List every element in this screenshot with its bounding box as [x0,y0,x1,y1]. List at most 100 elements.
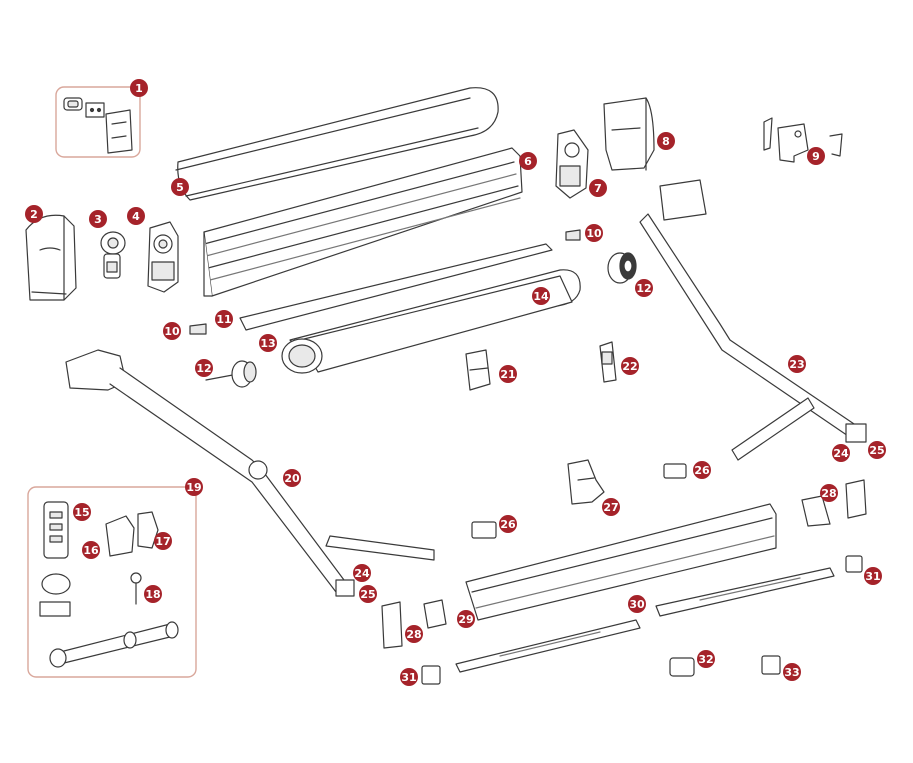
callout-badge-16: 16 [82,541,100,559]
callout-badge-6: 6 [519,152,537,170]
callout-badge-26: 26 [499,515,517,533]
clip-upper [566,230,580,240]
callout-label: 13 [260,337,275,350]
callout-badge-25: 25 [868,441,886,459]
callout-label: 26 [500,518,516,531]
callout-label: 7 [594,182,602,195]
callout-label: 21 [500,368,515,381]
callout-badge-18: 18 [144,585,162,603]
callout-label: 18 [145,588,160,601]
callout-badge-28: 28 [405,625,423,643]
clip-26-upper [664,464,686,478]
callout-badge-10: 10 [163,322,181,340]
bracket-28-right [802,480,866,526]
callout-label: 24 [833,447,849,460]
callout-badge-26: 26 [693,461,711,479]
callout-label: 5 [176,181,184,194]
callout-badge-31: 31 [400,668,418,686]
callout-label: 28 [406,628,421,641]
cover-profile [176,88,498,200]
callout-badge-19: 19 [185,478,203,496]
end-cap-right [604,98,654,170]
main-profile [204,148,522,296]
callout-label: 10 [164,325,180,338]
callout-badge-10: 10 [585,224,603,242]
callout-label: 29 [458,613,473,626]
callout-label: 19 [186,481,201,494]
block-33 [762,656,780,674]
callout-badge-21: 21 [499,365,517,383]
callout-badge-12: 12 [195,359,213,377]
front-bar [466,504,776,620]
callout-label: 16 [83,544,99,557]
valance-strip [240,244,552,330]
callout-label: 23 [789,358,804,371]
bracket-22 [600,342,616,382]
clip-lower [190,324,206,334]
callout-badge-32: 32 [697,650,715,668]
callout-badge-24: 24 [832,444,850,462]
callout-badge-3: 3 [89,210,107,228]
callout-badge-27: 27 [602,498,620,516]
wall-brackets [764,118,842,162]
end-clip-31-left [422,666,440,684]
kit-frame-1 [56,87,140,157]
callout-badge-30: 30 [628,595,646,613]
slide-rail-lower [456,620,640,672]
callout-badge-9: 9 [807,147,825,165]
callout-badge-14: 14 [532,287,550,305]
callout-badge-20: 20 [283,469,301,487]
callout-label: 30 [629,598,645,611]
callout-label: 25 [869,444,884,457]
callout-badge-24: 24 [353,564,371,582]
callout-badge-22: 22 [621,357,639,375]
callout-label: 12 [636,282,651,295]
bracket-21 [466,350,490,390]
end-clip-31-right [846,556,862,572]
callout-badge-15: 15 [73,503,91,521]
callout-badge-23: 23 [788,355,806,373]
callout-label: 20 [284,472,300,485]
bracket-28-left [382,600,446,648]
motor-cap [101,232,125,278]
callout-badge-5: 5 [171,178,189,196]
callout-badge-7: 7 [589,179,607,197]
callout-badge-33: 33 [783,663,801,681]
callout-badge-17: 17 [154,532,172,550]
left-arm [66,350,434,596]
block-32 [670,658,694,676]
callout-badge-12: 12 [635,279,653,297]
callout-label: 17 [155,535,170,548]
callout-label: 32 [698,653,713,666]
callout-badge-13: 13 [259,334,277,352]
callout-badge-11: 11 [215,310,233,328]
callout-label: 12 [196,362,211,375]
kit-frame-19 [28,487,196,677]
callout-badge-1: 1 [130,79,148,97]
callout-badge-31: 31 [864,567,882,585]
slide-rail-upper [656,568,834,616]
roller-end-plug-left [206,361,256,387]
gear-head [148,222,178,292]
callout-badge-8: 8 [657,132,675,150]
roller-tube [282,276,572,373]
callout-badge-25: 25 [359,585,377,603]
callout-label: 28 [821,487,836,500]
callout-label: 24 [354,567,370,580]
callout-label: 14 [533,290,549,303]
callout-label: 9 [812,150,820,163]
gearbox-right [556,130,588,198]
right-arm [640,180,866,460]
callout-badge-2: 2 [25,205,43,223]
callout-badge-29: 29 [457,610,475,628]
callout-label: 26 [694,464,710,477]
callout-label: 25 [360,588,375,601]
callout-label: 10 [586,227,602,240]
callout-label: 4 [132,210,140,223]
callout-label: 27 [603,501,618,514]
callout-label: 1 [135,82,143,95]
callout-label: 31 [865,570,880,583]
callout-label: 2 [30,208,38,221]
roller-end-plug-right [608,253,636,283]
